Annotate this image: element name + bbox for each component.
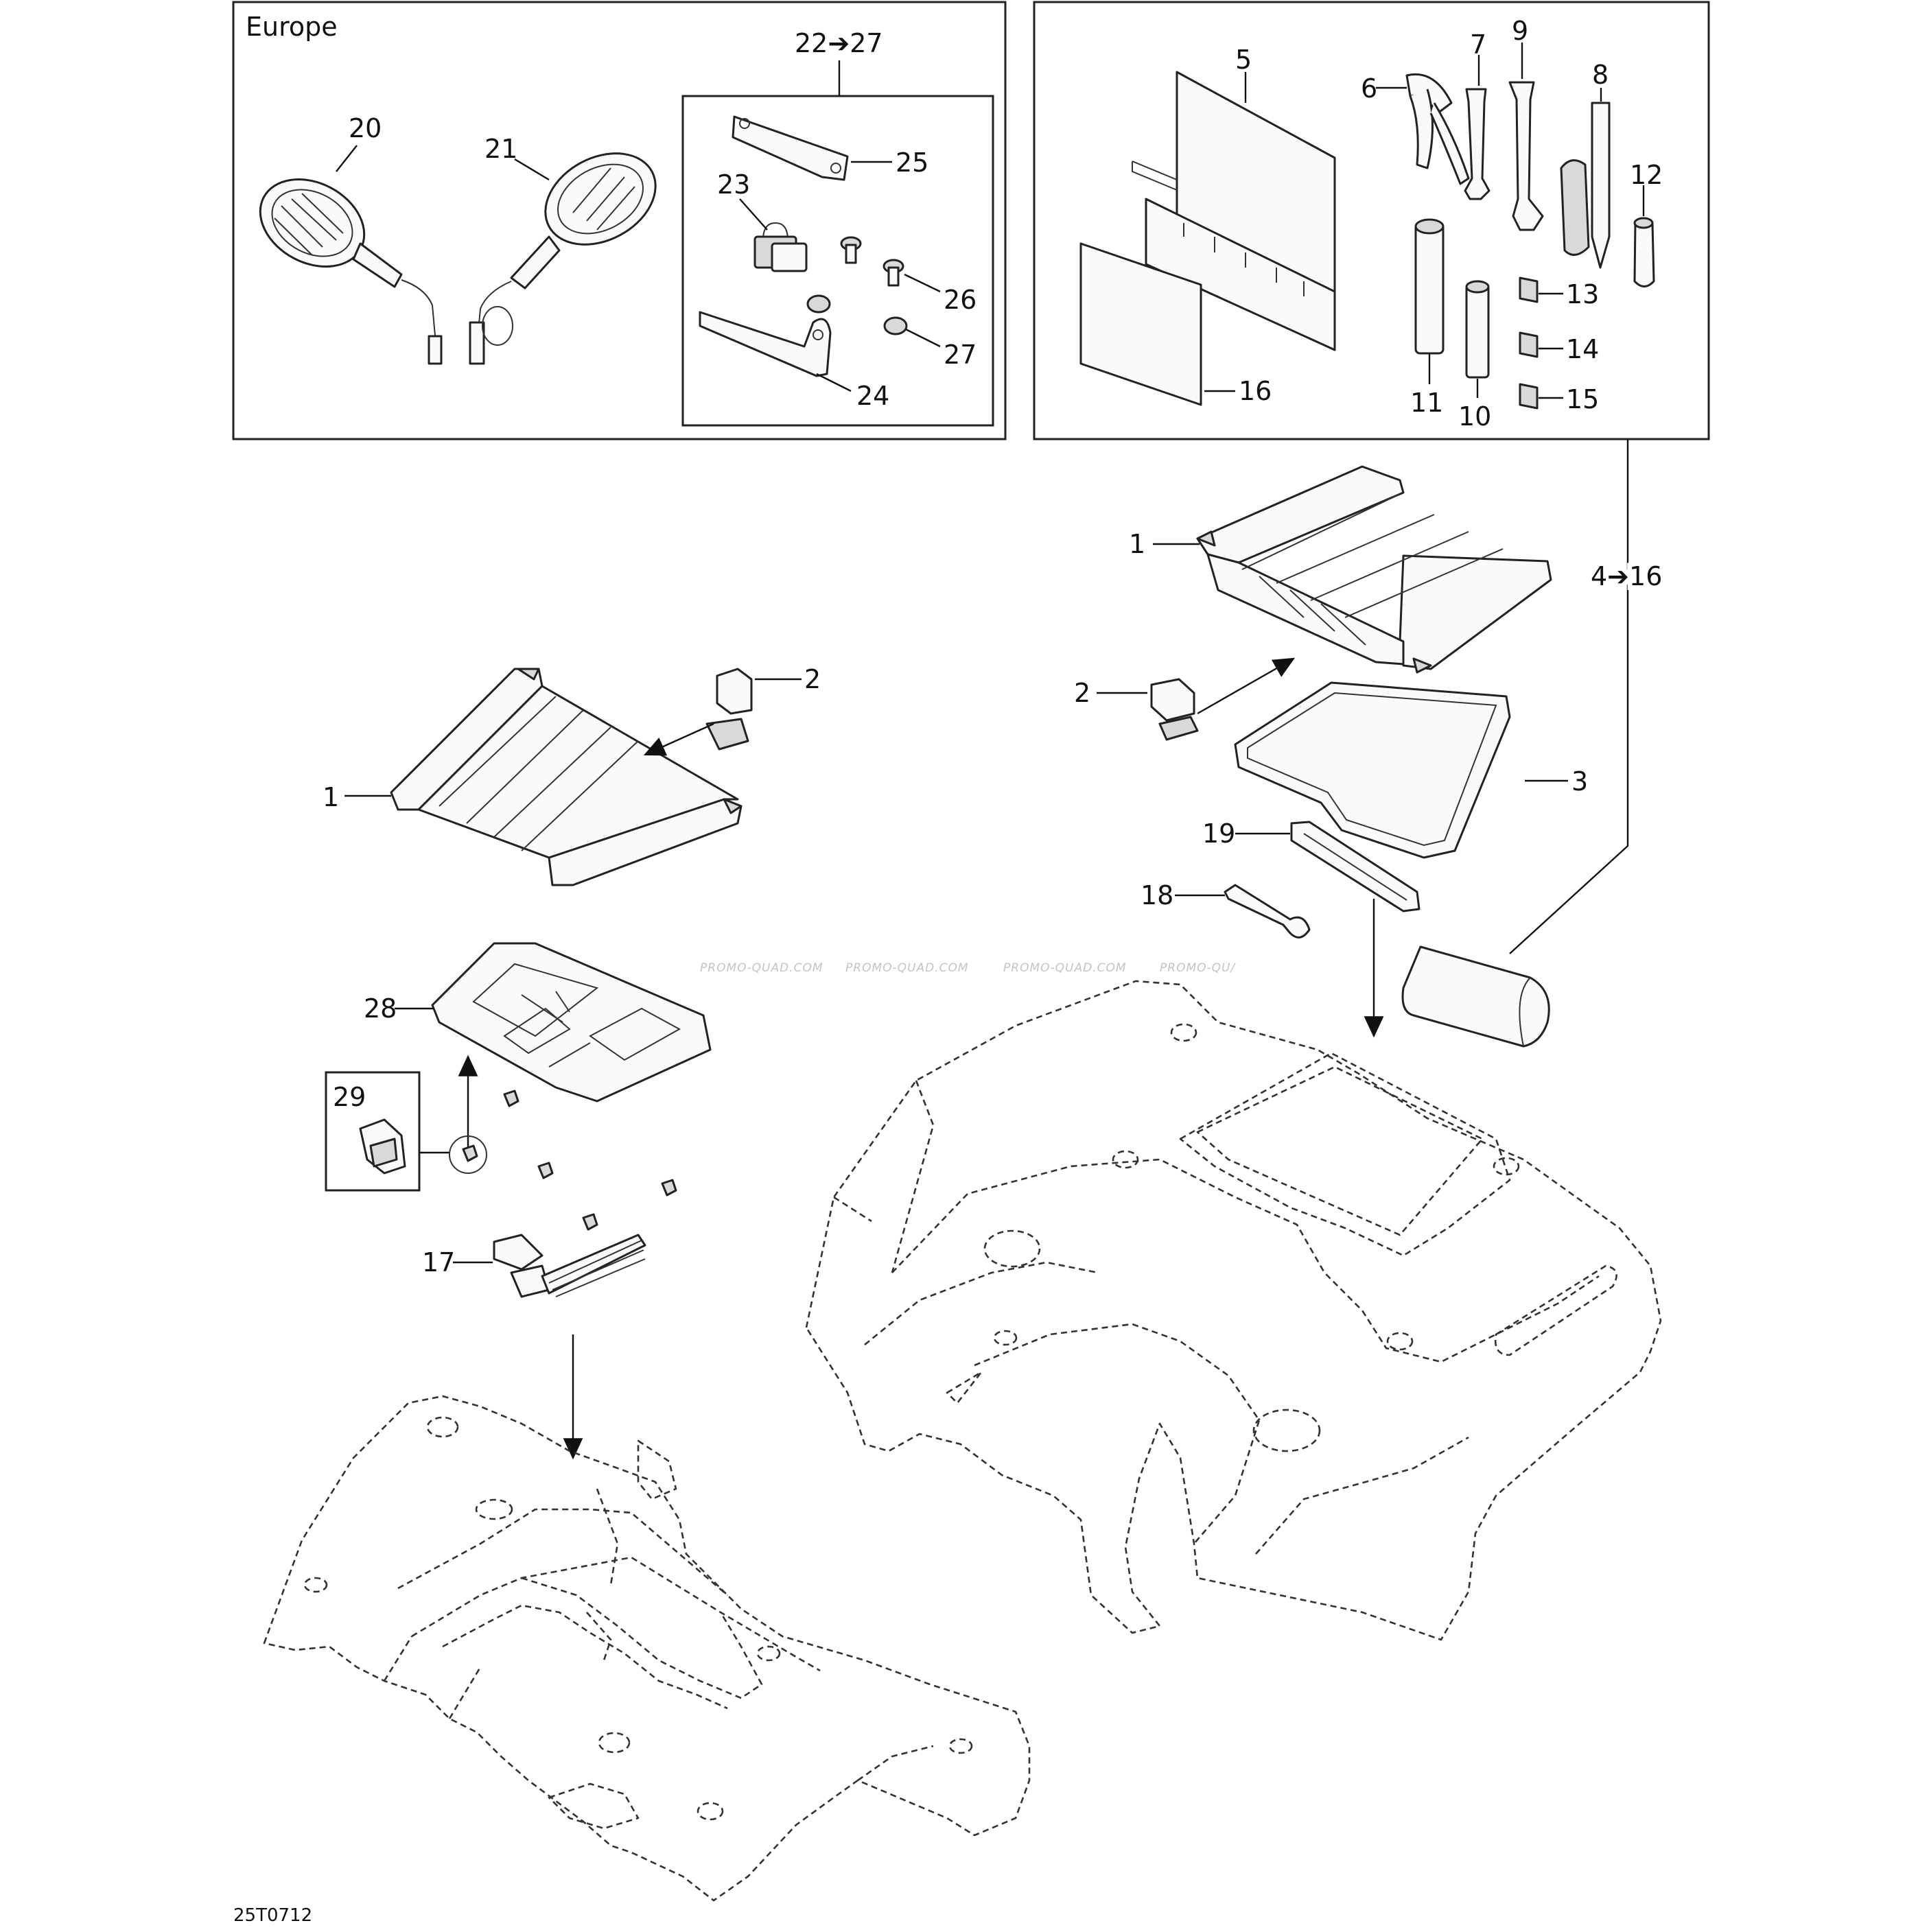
rack-1-right <box>1196 465 1552 674</box>
europe-label: Europe <box>246 12 338 42</box>
callout-1-right: 1 <box>1129 529 1145 559</box>
key-18 <box>1224 884 1311 939</box>
callout-9: 9 <box>1512 16 1528 46</box>
wrench-9 <box>1508 81 1544 231</box>
callout-25: 25 <box>896 148 928 178</box>
kit-tools-label: 4➔16 <box>1591 561 1662 591</box>
front-fender-dashed <box>263 1395 1031 1902</box>
callout-24: 24 <box>856 381 889 411</box>
bolts-26 <box>840 236 904 287</box>
watermark: PROMO-QUAD.COM PROMO-QUAD.COM PROMO-QUAD… <box>700 961 1236 975</box>
callout-15: 15 <box>1566 384 1599 414</box>
callout-5: 5 <box>1235 45 1252 75</box>
drawing-number: 25T0712 <box>233 1905 312 1926</box>
mirror-kit-box <box>681 95 994 427</box>
clip-29-box <box>325 1071 421 1192</box>
toolkit-box <box>1033 1 1710 440</box>
rack-1-left <box>390 668 743 886</box>
callout-3: 3 <box>1571 766 1588 797</box>
strap-19 <box>1290 821 1421 912</box>
callout-12: 12 <box>1630 160 1663 190</box>
manual-16 <box>1079 242 1202 406</box>
callout-13: 13 <box>1566 279 1599 309</box>
callout-2-right: 2 <box>1074 678 1090 708</box>
callout-18: 18 <box>1141 880 1173 910</box>
callout-17: 17 <box>422 1247 455 1277</box>
nuts-27 <box>806 294 908 335</box>
callout-14: 14 <box>1566 334 1599 364</box>
right-mirror <box>469 152 657 365</box>
callout-2-left: 2 <box>804 664 821 694</box>
buckle-17 <box>493 1234 646 1298</box>
kit-mirror-label: 22➔27 <box>795 28 883 58</box>
padlock-23 <box>753 222 808 272</box>
latch-2-left <box>705 668 753 751</box>
pliers-6 <box>1405 73 1470 185</box>
tool-pouch-5 <box>1132 71 1336 351</box>
seal-3 <box>1234 681 1511 859</box>
callout-20: 20 <box>349 113 382 143</box>
tool-pouch-rolled <box>1401 945 1550 1048</box>
socket-11 <box>1414 218 1445 355</box>
watermark-1: PROMO-QUAD.COM <box>700 961 823 975</box>
callout-1-left: 1 <box>323 782 339 812</box>
callout-10: 10 <box>1458 401 1491 432</box>
bracket-25 <box>732 115 849 181</box>
callout-27: 27 <box>944 340 977 370</box>
latch-2-right <box>1150 678 1199 741</box>
callout-21: 21 <box>484 134 517 164</box>
callout-16: 16 <box>1239 376 1272 406</box>
callout-7: 7 <box>1470 30 1486 60</box>
rear-fender-dashed <box>805 980 1662 1641</box>
callout-28: 28 <box>364 993 397 1024</box>
socket-10 <box>1465 280 1490 379</box>
plate-24 <box>699 311 832 377</box>
watermark-4: PROMO-QU/ <box>1160 961 1236 975</box>
callout-29: 29 <box>333 1082 366 1112</box>
wrench-7 <box>1464 88 1490 200</box>
fuses-13-15 <box>1519 276 1539 410</box>
callout-19: 19 <box>1202 818 1235 849</box>
callout-6: 6 <box>1361 73 1377 104</box>
kit-tools-label-halo: 4➔16 <box>1591 561 1662 591</box>
bit-holder-12 <box>1633 217 1655 287</box>
tray-28 <box>431 942 712 1103</box>
watermark-2: PROMO-QUAD.COM <box>845 961 969 975</box>
europe-box <box>232 1 1007 440</box>
left-mirror <box>259 178 443 365</box>
callout-23: 23 <box>717 169 750 200</box>
callout-11: 11 <box>1410 388 1443 418</box>
clips-small <box>462 1089 677 1231</box>
screwdriver-8 <box>1560 102 1611 269</box>
callout-26: 26 <box>944 285 977 315</box>
watermark-3: PROMO-QUAD.COM <box>1003 961 1127 975</box>
callout-8: 8 <box>1592 60 1609 90</box>
